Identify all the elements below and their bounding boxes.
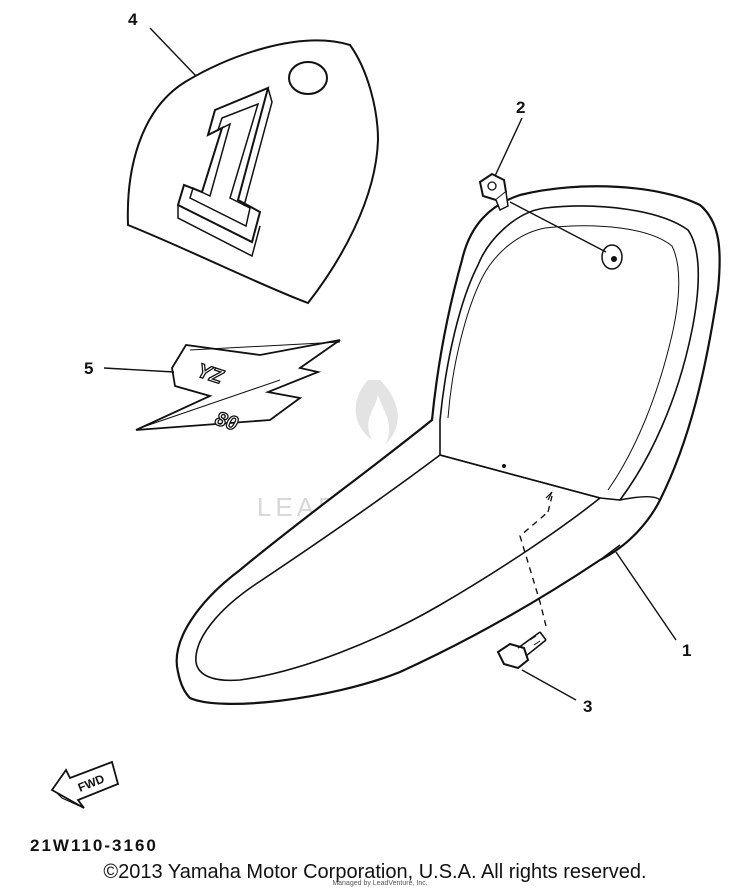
callout-3: 3	[583, 697, 592, 716]
forward-arrow: FWD	[50, 760, 120, 809]
callout-4: 4	[128, 10, 138, 29]
callout-1: 1	[682, 641, 691, 660]
copyright-notice: ©2013 Yamaha Motor Corporation, U.S.A. A…	[103, 861, 647, 883]
watermark-flame-icon	[355, 380, 398, 445]
seat[interactable]	[175, 185, 721, 705]
diagram-code: 21W110-3160	[30, 836, 158, 855]
numeral-one-graphic	[176, 86, 273, 258]
leader-lines	[103, 27, 677, 701]
callout-5: 5	[84, 359, 93, 378]
small-credit: Managed by LeadVenture, Inc.	[332, 880, 428, 887]
number-plate[interactable]	[126, 39, 380, 305]
seat-bolt[interactable]	[496, 491, 553, 670]
yz80-decal[interactable]: YZ 80	[135, 339, 341, 436]
callouts: 4 2 5 1 3	[84, 10, 691, 716]
seat-nut[interactable]	[478, 172, 607, 253]
plate-mounting-hole	[288, 61, 328, 95]
callout-2: 2	[516, 98, 525, 117]
